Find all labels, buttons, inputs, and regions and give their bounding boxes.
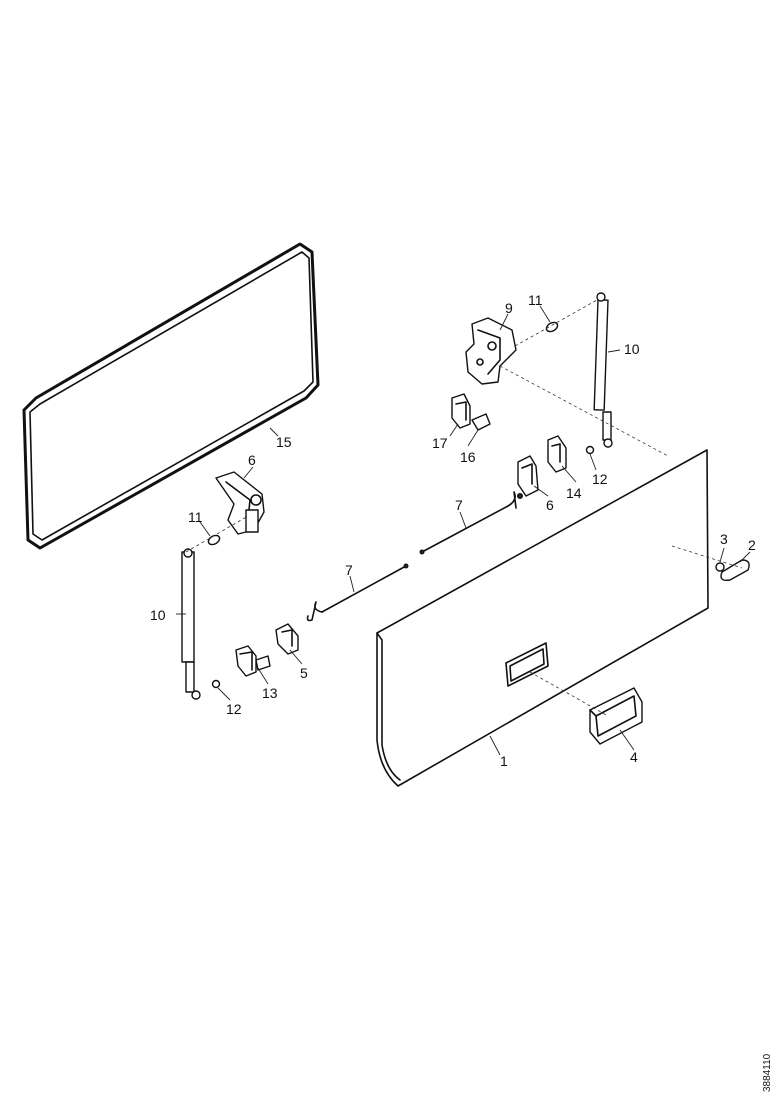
callout-16: 16 — [460, 449, 476, 465]
pivot-pin-left — [185, 515, 249, 553]
callout-7-left: 7 — [345, 562, 353, 578]
screw-12-right — [585, 445, 595, 455]
callout-3: 3 — [720, 531, 728, 547]
leader-lines — [176, 305, 751, 756]
callout-12-right: 12 — [592, 471, 608, 487]
callout-5: 5 — [300, 665, 308, 681]
callout-2: 2 — [748, 537, 756, 553]
rod-left — [306, 563, 409, 622]
gas-spring-left — [181, 548, 201, 700]
bracket-14 — [547, 435, 567, 473]
callout-10-left: 10 — [150, 607, 166, 623]
latch-bracket-right — [517, 455, 539, 499]
callout-10-right: 10 — [624, 341, 640, 357]
door-gasket — [22, 242, 320, 550]
callout-1: 1 — [500, 753, 508, 769]
assembly-line-hinge — [499, 365, 669, 457]
screw — [715, 562, 725, 572]
clip-16 — [471, 413, 491, 431]
callout-17: 17 — [432, 435, 448, 451]
callout-15: 15 — [276, 434, 292, 450]
screw-12-left — [211, 679, 221, 689]
gas-spring-right — [593, 292, 613, 448]
assembly-line-handle — [529, 671, 609, 717]
callout-4: 4 — [630, 749, 638, 765]
pivot-pin-right — [514, 299, 598, 347]
callout-9: 9 — [505, 300, 513, 316]
callout-11-left: 11 — [188, 509, 203, 525]
rod-right — [419, 491, 517, 555]
handle-recess — [505, 642, 549, 687]
screw-axis — [671, 545, 743, 569]
screw-cap — [720, 559, 750, 582]
callout-6-left: 6 — [248, 452, 256, 468]
callout-7-right: 7 — [455, 497, 463, 513]
callout-13: 13 — [262, 685, 278, 701]
reference-code: 3884110 — [762, 1053, 773, 1092]
callout-6-right: 6 — [546, 497, 554, 513]
callout-11-right: 11 — [528, 292, 543, 308]
bracket-13 — [235, 645, 271, 677]
bracket-17 — [451, 393, 471, 429]
callout-12-left: 12 — [226, 701, 242, 717]
door-panel — [376, 449, 709, 787]
callout-14: 14 — [566, 485, 582, 501]
door-handle — [589, 687, 643, 745]
hinge-left — [215, 471, 265, 535]
latch-bracket-left — [275, 623, 299, 655]
hinge-right — [465, 317, 517, 385]
